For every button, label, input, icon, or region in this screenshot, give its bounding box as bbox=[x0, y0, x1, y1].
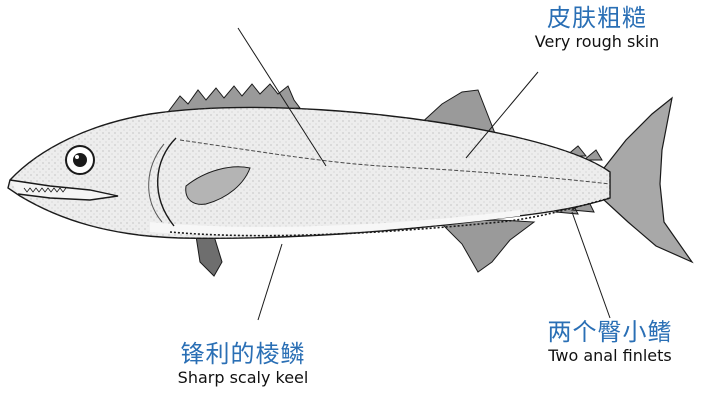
anal-fin bbox=[440, 220, 534, 272]
label-scaly-keel: 锋利的棱鳞 Sharp scaly keel bbox=[148, 340, 338, 388]
leader-line-finlets bbox=[572, 212, 610, 318]
leader-line-keel bbox=[258, 244, 282, 320]
tail-fin bbox=[604, 98, 692, 262]
label-anal-finlets: 两个臀小鳍 Two anal finlets bbox=[525, 318, 695, 366]
fish-body-stipple bbox=[8, 108, 610, 239]
label-scaly-keel-zh: 锋利的棱鳞 bbox=[148, 340, 338, 368]
label-rough-skin-en: Very rough skin bbox=[512, 32, 682, 52]
eye-pupil bbox=[73, 153, 87, 167]
eye-glint bbox=[75, 155, 79, 159]
label-anal-finlets-zh: 两个臀小鳍 bbox=[525, 318, 695, 346]
label-rough-skin-zh: 皮肤粗糙 bbox=[512, 4, 682, 32]
label-anal-finlets-en: Two anal finlets bbox=[525, 346, 695, 366]
pelvic-fin bbox=[196, 236, 222, 276]
label-rough-skin: 皮肤粗糙 Very rough skin bbox=[512, 4, 682, 52]
label-scaly-keel-en: Sharp scaly keel bbox=[148, 368, 338, 388]
